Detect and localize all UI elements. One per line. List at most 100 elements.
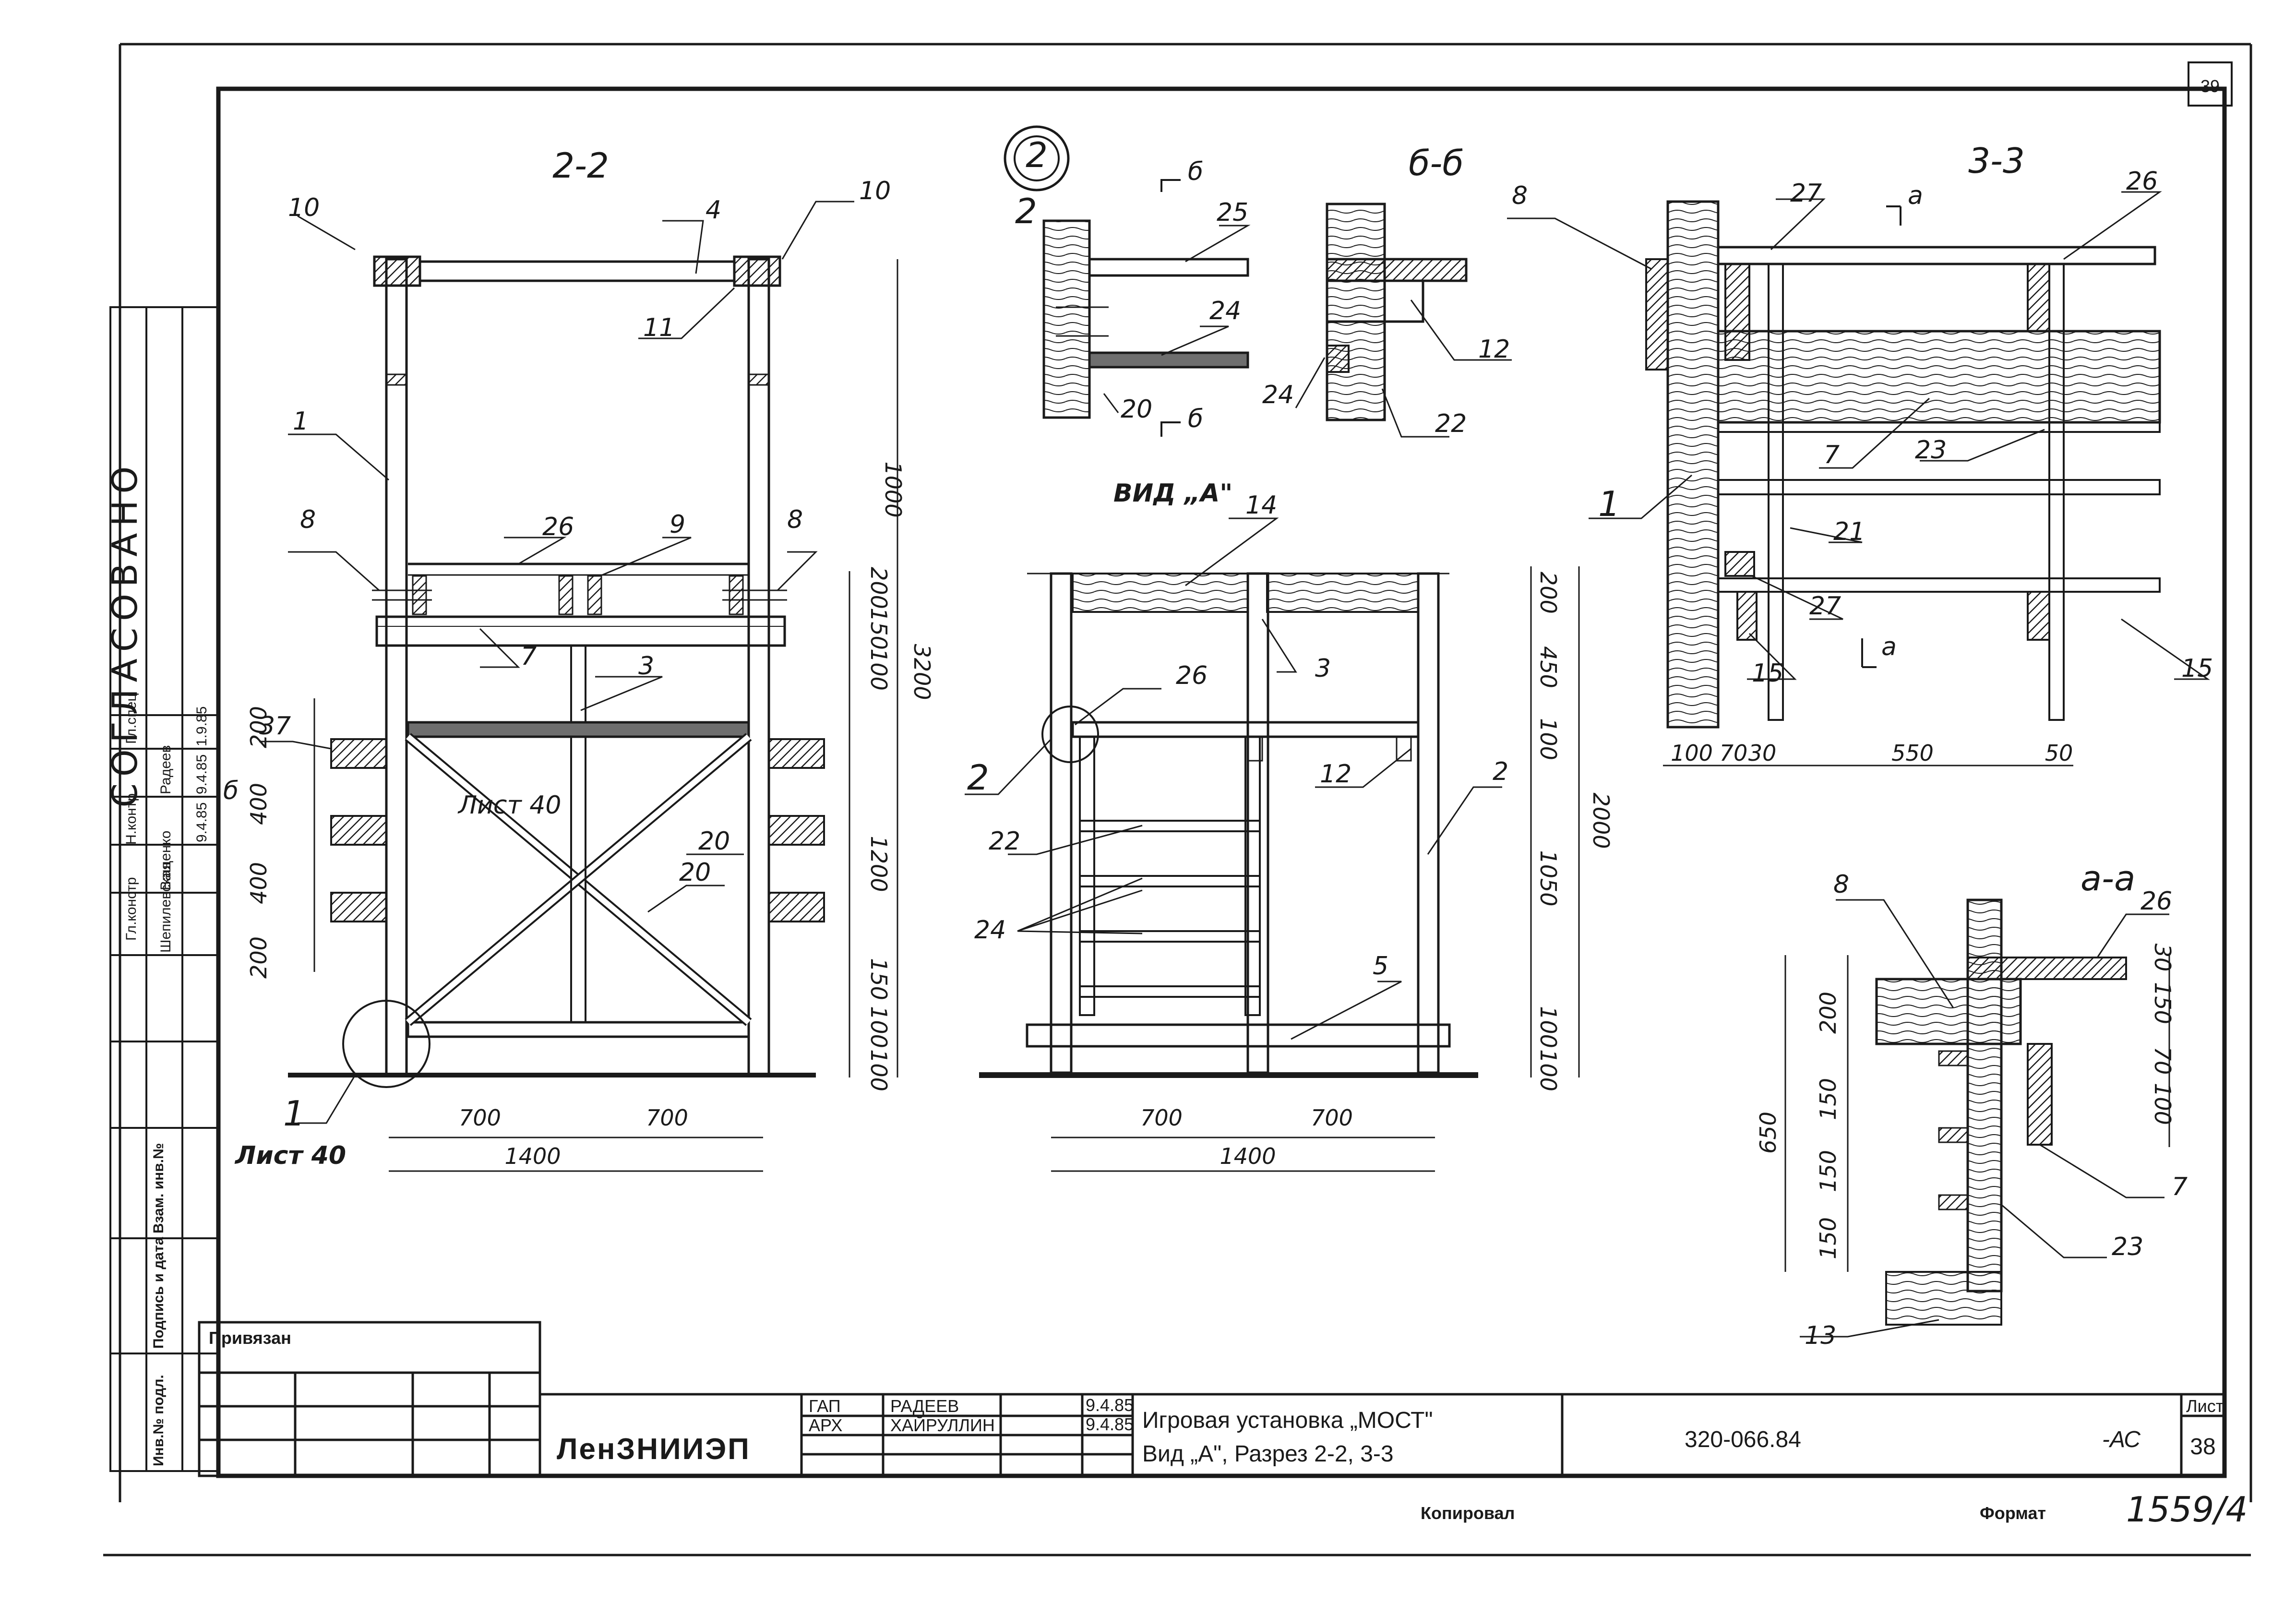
dim-va-v2: 450 bbox=[1535, 646, 1561, 688]
section-2-2-labels: 2-2 10 4 10 11 1 26 9 8 8 7 3 37 20 20 1… bbox=[223, 145, 935, 1170]
dim-2-2-v3: 400 bbox=[246, 862, 272, 904]
drawing-title-1: Игровая установка „МОСТ" bbox=[1142, 1408, 1433, 1433]
dim-s33-h3: 30 bbox=[1748, 740, 1777, 766]
s33-callout-27-top: 27 bbox=[1790, 179, 1822, 208]
saa-callout-13: 13 bbox=[1805, 1321, 1836, 1350]
s33-callout-21: 21 bbox=[1833, 517, 1865, 546]
stamp-name-3: Шепилевская bbox=[158, 862, 174, 953]
saa-callout-26: 26 bbox=[2141, 887, 2172, 916]
callout-9: 9 bbox=[670, 510, 685, 539]
name-gap: РАДЕЕВ bbox=[890, 1396, 959, 1416]
stamp-date-3: 9.4.85 bbox=[194, 802, 210, 842]
stamp-role-3: Гл.констр bbox=[123, 877, 139, 941]
section-b-b bbox=[1295, 203, 1512, 438]
dim-saa-total: 650 bbox=[1755, 1112, 1781, 1154]
dim-va-v6: 100 bbox=[1535, 1049, 1561, 1091]
dim-2-2-v5: 1000 bbox=[880, 461, 906, 517]
s33-section-a-bottom: а bbox=[1881, 633, 1897, 661]
stamp-name-1: Радеев bbox=[158, 745, 174, 794]
dim-s33-h1: 100 bbox=[1671, 740, 1713, 766]
dim-saa-l2: 150 bbox=[1815, 1078, 1841, 1120]
side-col-replace: Взам. инв.№ bbox=[151, 1143, 167, 1233]
section-3-3-title: 3-3 bbox=[1968, 141, 2025, 181]
dim-saa-l3: 150 bbox=[1815, 1150, 1841, 1192]
agreed-label: СОГЛАСОВАНО bbox=[105, 460, 145, 808]
date-gap: 9.4.85 bbox=[1086, 1395, 1134, 1415]
doc-number: 320-066.84 bbox=[1685, 1427, 1801, 1452]
dim-s33-h2: 70 bbox=[1720, 740, 1748, 766]
callout-26: 26 bbox=[542, 513, 574, 541]
section-3-3-labels: 3-3 8 27 26 7 23 1 21 27 15 15 а а 100 7… bbox=[1512, 141, 2213, 766]
node-2-number: 2 bbox=[1026, 135, 1048, 175]
side-col-inv: Инв.№ подл. bbox=[151, 1375, 167, 1466]
node-2-callout-20: 20 bbox=[1121, 395, 1152, 424]
view-a-labels: ВИД „А" 14 26 3 2 12 2 22 24 5 200 450 1… bbox=[967, 479, 1614, 1169]
detail-ref-40: Лист 40 bbox=[457, 791, 561, 820]
format-label: Формат bbox=[1980, 1503, 2046, 1523]
section-3-3 bbox=[1507, 191, 2210, 766]
dim-va-total: 2000 bbox=[1588, 792, 1614, 849]
callout-8-right: 8 bbox=[787, 505, 803, 534]
dim-2-2-v7: 150 bbox=[866, 608, 892, 650]
dim-s33-h5: 50 bbox=[2045, 740, 2073, 766]
s33-section-a-top: а bbox=[1908, 181, 1923, 210]
section-b-b-title: б-б bbox=[1409, 143, 1464, 183]
dim-2-2-v6: 200 bbox=[866, 567, 892, 609]
dim-va-h1: 700 bbox=[1140, 1105, 1183, 1131]
node-2-callout-2: 2 bbox=[1015, 191, 1037, 231]
section-a-a-title: а-а bbox=[2081, 858, 2135, 898]
callout-10-right: 10 bbox=[859, 177, 891, 205]
node-2-labels: 2 2 25 24 20 б б bbox=[1015, 135, 1248, 433]
date-arch: 9.4.85 bbox=[1086, 1414, 1134, 1434]
callout-7: 7 bbox=[521, 642, 537, 671]
node-2-section-b-top: б bbox=[1188, 157, 1203, 186]
handwritten-code: 1559/4 bbox=[2126, 1489, 2248, 1530]
dim-saa-r4: 100 bbox=[2150, 1083, 2176, 1125]
copied-label: Копировал bbox=[1421, 1503, 1515, 1523]
org-name: ЛенЗНИИЭП bbox=[557, 1433, 751, 1466]
dim-va-v1: 200 bbox=[1535, 572, 1561, 614]
callout-11: 11 bbox=[643, 313, 675, 342]
va-callout-14: 14 bbox=[1245, 491, 1277, 520]
view-a bbox=[965, 517, 1580, 1172]
node-2-section-b-bottom: б bbox=[1188, 405, 1203, 433]
dim-2-2-v2: 400 bbox=[246, 783, 272, 825]
section-a-a-labels: а-а 8 26 7 23 13 200 150 150 150 650 30 … bbox=[1755, 858, 2188, 1350]
va-callout-26: 26 bbox=[1176, 661, 1208, 690]
sheet-frame bbox=[103, 43, 2252, 1556]
va-callout-5: 5 bbox=[1373, 952, 1388, 981]
node-2-callout-24: 24 bbox=[1209, 297, 1241, 325]
dim-2-2-v10: 150 bbox=[866, 958, 892, 1000]
dim-2-2-total: 3200 bbox=[909, 644, 935, 700]
dim-va-v4: 1050 bbox=[1535, 850, 1561, 906]
section-b-b-labels: б-б 12 24 22 bbox=[1262, 143, 1510, 438]
stamp-date-2: 9.4.85 bbox=[194, 754, 210, 794]
callout-10-left: 10 bbox=[288, 193, 320, 222]
sheet-ref-40: Лист 40 bbox=[234, 1141, 346, 1170]
s33-callout-15-right: 15 bbox=[2181, 654, 2213, 683]
va-callout-3: 3 bbox=[1315, 654, 1331, 683]
dim-va-v3: 100 bbox=[1535, 718, 1561, 760]
footer: Копировал Формат 1559/4 bbox=[1421, 1489, 2248, 1530]
dim-va-h2: 700 bbox=[1311, 1105, 1353, 1131]
dim-2-2-v4: 200 bbox=[246, 936, 272, 979]
callout-3: 3 bbox=[638, 652, 654, 681]
s33-callout-15-left: 15 bbox=[1752, 659, 1783, 688]
va-callout-24: 24 bbox=[974, 916, 1006, 945]
bound-label: Привязан bbox=[209, 1328, 291, 1348]
dim-2-2-h1: 700 bbox=[459, 1105, 501, 1131]
dim-va-v5: 100 bbox=[1535, 1006, 1561, 1048]
node-2-callout-25: 25 bbox=[1217, 198, 1248, 227]
dim-2-2-v8: 100 bbox=[866, 648, 892, 691]
stamp-role-1: Гл.спец bbox=[123, 693, 139, 744]
doc-mark: -АС bbox=[2102, 1427, 2141, 1452]
s33-callout-8: 8 bbox=[1512, 181, 1528, 210]
callout-37: 37 bbox=[259, 712, 291, 741]
dim-saa-l4: 150 bbox=[1815, 1217, 1841, 1259]
side-col-signature: Подпись и дата bbox=[151, 1237, 167, 1349]
title-block bbox=[538, 1393, 2226, 1477]
saa-callout-7: 7 bbox=[2172, 1173, 2188, 1201]
callout-8-left: 8 bbox=[300, 505, 316, 534]
section-mark-b: б bbox=[223, 777, 239, 805]
